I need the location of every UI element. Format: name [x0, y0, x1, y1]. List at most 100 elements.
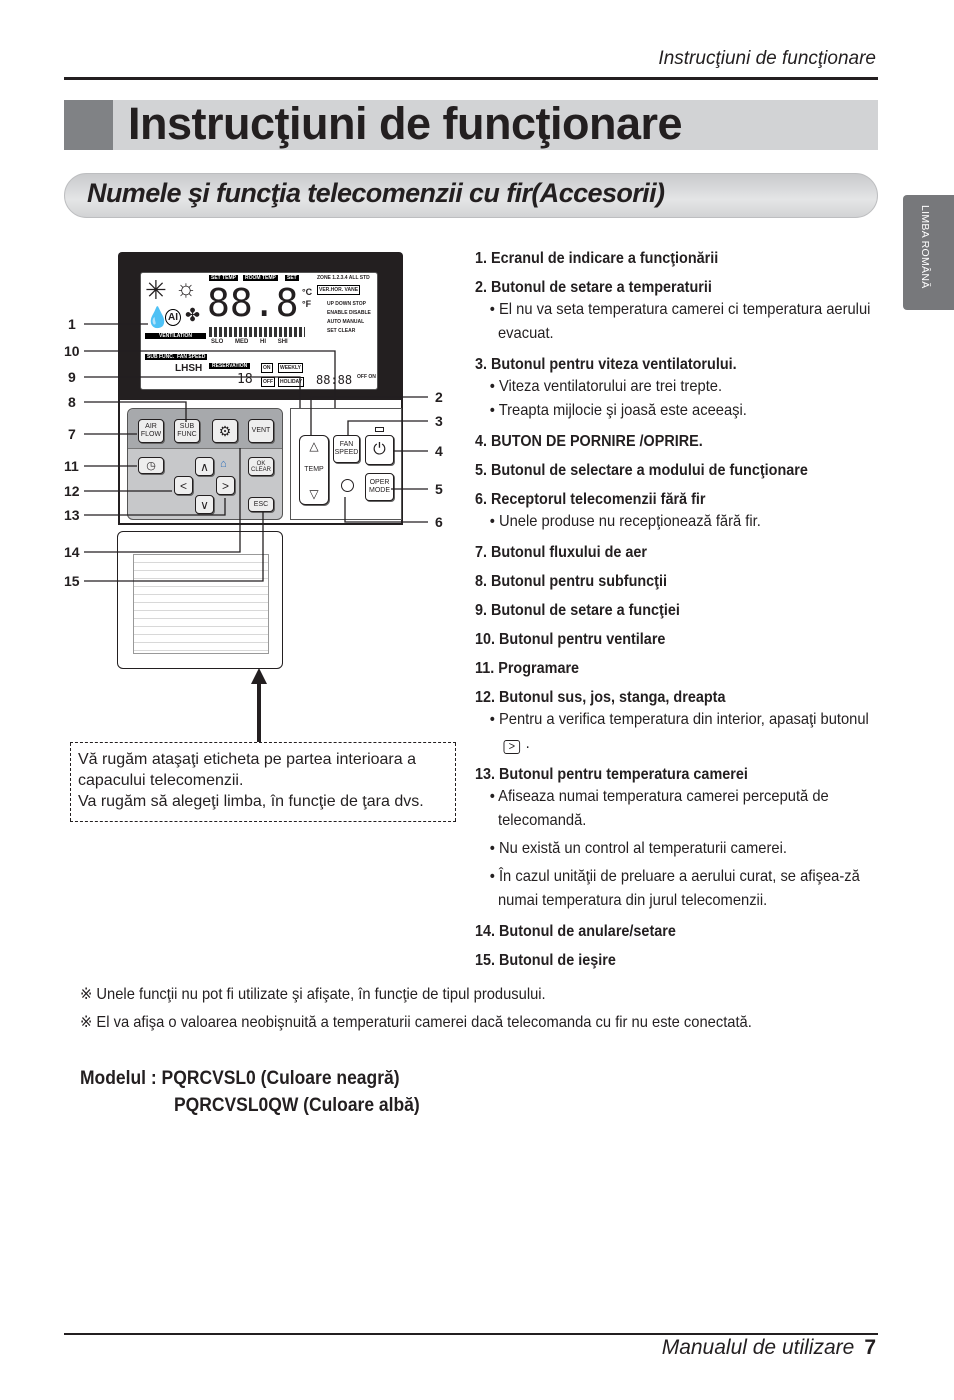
heating-icon: ☼ [175, 275, 197, 302]
button-panel-left: AIR FLOW SUB FUNC ⚙ VENT ◷ ∧ < > ∨ ⌂ OK … [127, 408, 283, 520]
temperature-digits: 88.8 [207, 281, 299, 325]
power-button[interactable]: ⏻ [365, 435, 394, 465]
list-item: 1. Ecranul de indicare a funcţionării [475, 248, 885, 269]
list-item: 3. Butonul pentru viteza ventilatorului.… [475, 354, 885, 423]
instruction-label [133, 554, 269, 654]
zone-indicator: ZONE 1.2.3.4 ALL STD [317, 275, 370, 281]
model-line-1: Modelul : PQRCVSL0 (Culoare neagră) [80, 1068, 400, 1089]
temp-label: TEMP [304, 466, 324, 473]
bullet-text: • Afiseaza numai temperatura camerei per… [489, 788, 829, 829]
temp-up-icon[interactable]: △ [309, 439, 319, 453]
esc-button[interactable]: ESC [248, 497, 274, 512]
holiday-indicator: HOLIDAY [278, 377, 305, 387]
item-title: 9. Butonul de setare a funcţiei [475, 602, 680, 619]
item-title: 6. Receptorul telecomenzii fără fir [475, 491, 706, 508]
list-item: 13. Butonul pentru temperatura camerei • … [475, 764, 885, 913]
weekly-indicator: WEEKLY [278, 363, 303, 373]
item-bullet: • Afiseaza numai temperatura camerei per… [475, 785, 871, 833]
callout-7: 7 [68, 426, 76, 442]
vane-indicator: VER.HOR. VANE [317, 285, 361, 295]
sub-func-button[interactable]: SUB FUNC [174, 419, 200, 443]
wireless-receiver [341, 479, 354, 492]
callout-15: 15 [64, 573, 80, 589]
power-led [375, 427, 384, 432]
vent-button[interactable]: VENT [248, 419, 274, 443]
ai-icon: AI [165, 309, 181, 326]
callout-4: 4 [435, 443, 443, 459]
running-header: Instrucţiuni de funcţionare [658, 48, 876, 69]
unit-c: °C [302, 287, 313, 297]
down-button[interactable]: ∨ [195, 495, 214, 514]
fan-icon: ✤ [185, 305, 201, 325]
title-marker [64, 100, 113, 150]
item-title: 4. BUTON DE PORNIRE /OPRIRE. [475, 433, 703, 450]
list-item: 14. Butonul de anulare/setare [475, 921, 885, 942]
temp-down-icon[interactable]: ▽ [309, 487, 319, 501]
item-bullet: • Nu există un control al temperaturii c… [475, 837, 871, 861]
right-button[interactable]: > [216, 476, 235, 495]
button-panel-right: △ TEMP ▽ FAN SPEED ⏻ OPER MODE [290, 408, 402, 520]
room-temp-label: ROOM TEMP [243, 275, 278, 281]
set-clear: SET CLEAR [327, 328, 356, 334]
remote-control-body: AIR FLOW SUB FUNC ⚙ VENT ◷ ∧ < > ∨ ⌂ OK … [118, 400, 403, 525]
temp-button[interactable]: △ TEMP ▽ [299, 435, 329, 505]
list-item: 10. Butonul pentru ventilare [475, 629, 885, 650]
item-title: 12. Butonul sus, jos, stanga, dreapta [475, 689, 726, 706]
ok-clear-button[interactable]: OK CLEAR [248, 457, 274, 476]
bullet-text: • Pentru a verifica temperatura din inte… [489, 711, 869, 728]
item-bullet: • Pentru a verifica temperatura din inte… [475, 708, 871, 756]
callout-6: 6 [435, 514, 443, 530]
dehumidify-icon: 💧 [145, 307, 170, 329]
lhsh-indicator: LHSH [175, 363, 203, 374]
list-item: 15. Butonul de ieşire [475, 950, 885, 971]
title-bar: Instrucţiuni de funcţionare [64, 98, 878, 150]
note-line-1: Vă rugăm ataşaţi eticheta pe partea inte… [78, 751, 416, 789]
list-item: 2. Butonul de setare a temperaturii• El … [475, 277, 885, 346]
remote-control-top: ✳ ☼ 💧 AI ✤ VENTILATION SET TEMP ROOM TEM… [118, 252, 403, 412]
item-title: 14. Butonul de anulare/setare [475, 923, 676, 940]
off-indicator: OFF [261, 377, 275, 387]
bullet-suffix: . [525, 735, 530, 752]
item-bullet: • Viteza ventilatorului are trei trepte. [475, 375, 871, 399]
fan-speed-button[interactable]: FAN SPEED [333, 435, 360, 463]
reservation-label: RESERVATION [209, 363, 251, 369]
callout-8: 8 [68, 394, 76, 410]
item-title: 13. Butonul pentru temperatura camerei [475, 766, 748, 783]
page-title: Instrucţiuni de funcţionare [128, 98, 683, 149]
item-bullet: • El nu va seta temperatura camerei ci t… [475, 298, 871, 346]
callout-10: 10 [64, 343, 80, 359]
callout-2: 2 [435, 389, 443, 405]
item-title: 5. Butonul de selectare a modului de fun… [475, 462, 808, 479]
item-title: 7. Butonul fluxului de aer [475, 544, 648, 561]
up-button[interactable]: ∧ [195, 457, 214, 476]
callout-3: 3 [435, 413, 443, 429]
item-bullet: • Unele produse nu recepţionează fără fi… [475, 510, 871, 534]
oper-mode-button[interactable]: OPER MODE [365, 473, 394, 501]
list-item: 5. Butonul de selectare a modului de fun… [475, 460, 885, 481]
section-heading-bar: Numele şi funcţia telecomenzii cu fir(Ac… [64, 173, 878, 218]
list-item: 11. Programare [475, 658, 885, 679]
ventilation-label: VENTILATION [145, 333, 206, 339]
reservation-digits: 18 [237, 372, 253, 387]
fan-speed-label: FAN SPEED [175, 354, 208, 360]
set-label: SET [285, 275, 299, 281]
timer-button[interactable]: ◷ [138, 457, 164, 474]
bullet-text: • El nu va seta temperatura camerei ci t… [489, 301, 871, 342]
function-list: 1. Ecranul de indicare a funcţionării 2. … [475, 248, 885, 979]
callout-13: 13 [64, 507, 80, 523]
left-button[interactable]: < [174, 476, 193, 495]
page-number: 7 [864, 1336, 876, 1359]
callout-11: 11 [64, 458, 79, 474]
function-setting-button[interactable]: ⚙ [212, 419, 238, 443]
air-flow-button[interactable]: AIR FLOW [138, 419, 164, 443]
item-title: 3. Butonul pentru viteza ventilatorului. [475, 356, 737, 373]
right-button-icon: > [503, 740, 521, 754]
item-title: 1. Ecranul de indicare a funcţionării [475, 250, 719, 267]
remote-cover[interactable] [117, 531, 283, 669]
off-on-indicator: OFF ON [357, 374, 376, 380]
callout-9: 9 [68, 369, 76, 385]
sub-func-label: SUB FUNC. [145, 354, 177, 360]
auto-manual: AUTO MANUAL [327, 319, 365, 325]
bullet-text: • Treapta mijlocie şi joasă este aceeaşi… [489, 402, 747, 419]
